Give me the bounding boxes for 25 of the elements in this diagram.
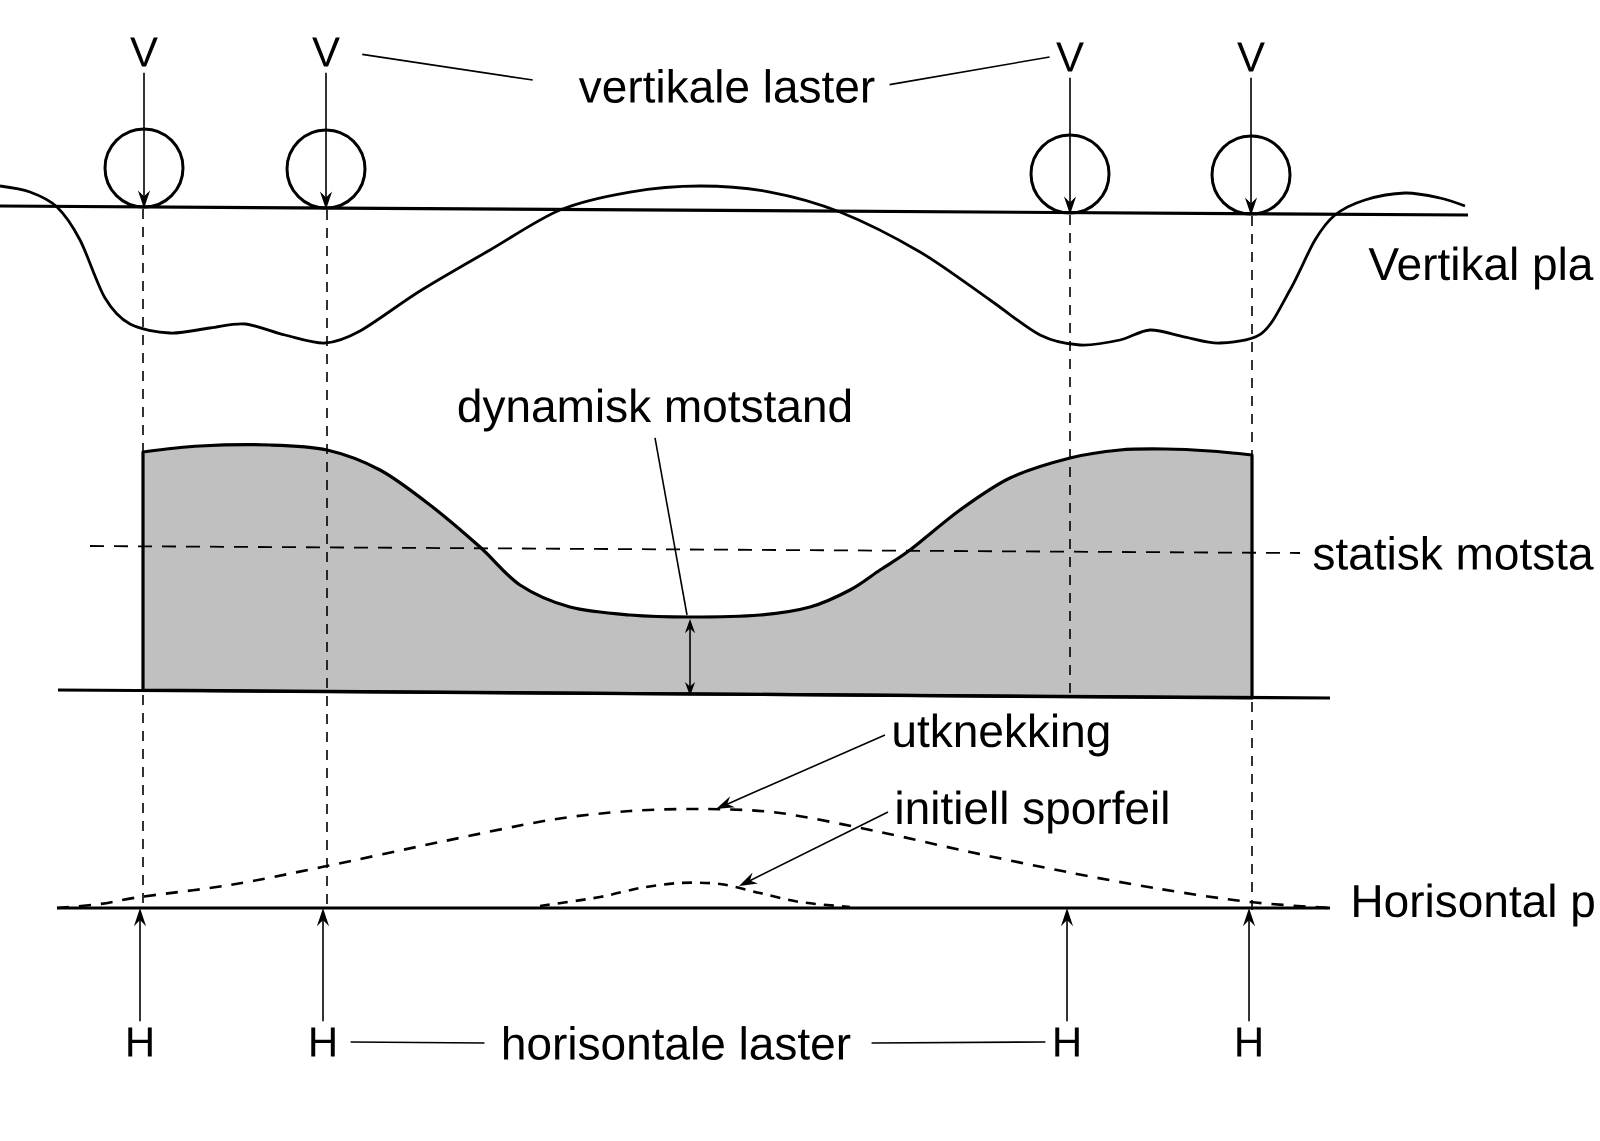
plane-label: Vertikal pla <box>1368 246 1594 290</box>
callout-label: initiell sporfeil <box>897 790 1168 834</box>
leader-line <box>888 56 1051 86</box>
leader-line <box>654 437 688 616</box>
load-letter: H <box>1055 1027 1079 1057</box>
callout-label: horisontale laster <box>504 1026 851 1060</box>
callout-label: vertikale laster <box>578 69 875 103</box>
leader-line <box>361 53 534 81</box>
load-letter: H <box>128 1027 152 1057</box>
load-letter: V <box>1056 42 1084 72</box>
wheel-circle <box>1210 134 1292 216</box>
wheel-circle <box>285 128 367 210</box>
load-letter: H <box>1237 1027 1261 1057</box>
callout-label: dynamisk motstand <box>458 388 851 432</box>
load-letter: V <box>130 37 158 67</box>
load-letter: H <box>311 1027 335 1057</box>
wheel-circle <box>103 127 185 209</box>
line-label: statisk motsta <box>1313 536 1594 570</box>
plane-label: Horisontal p <box>1354 883 1594 927</box>
leader-line <box>349 1041 486 1044</box>
load-letter: V <box>312 37 340 67</box>
leader-line <box>870 1041 1047 1044</box>
callout-label: utknekking <box>894 713 1109 757</box>
wheel-circle <box>1029 133 1111 215</box>
load-letter: V <box>1237 42 1265 72</box>
